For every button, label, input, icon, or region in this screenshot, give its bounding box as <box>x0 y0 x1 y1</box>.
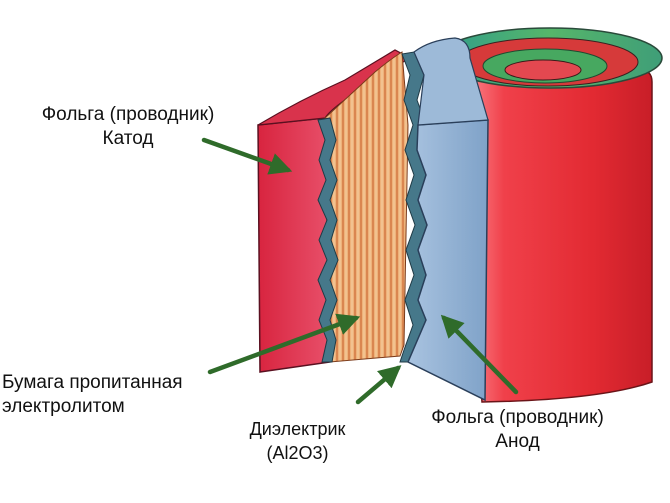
cathode-label-line1: Фольга (проводник) <box>41 104 215 125</box>
dielectric-arrow <box>355 365 402 405</box>
anode-foil <box>407 119 489 402</box>
dielectric-label: Диэлектрик (Al2O3) <box>230 417 365 465</box>
anode-label-line2: Анод <box>495 431 540 452</box>
anode-label-line1: Фольга (проводник) <box>431 407 604 428</box>
paper-label-line2: электролитом <box>2 396 125 417</box>
paper-arrow <box>207 313 361 375</box>
anode-label: Фольга (проводник) Анод <box>415 406 620 454</box>
dielectric-left <box>317 117 339 363</box>
paper-label-line1: Бумага пропитанная <box>2 372 183 393</box>
anode-arrow <box>440 314 519 395</box>
dielectric-label-line1: Диэлектрик <box>249 419 346 439</box>
anode-foil-top <box>413 37 489 126</box>
foil-roll <box>437 27 663 403</box>
roll-top-core <box>504 59 582 81</box>
paper-label: Бумага пропитанная электролитом <box>2 371 183 419</box>
dielectric-label-line2: (Al2O3) <box>266 443 329 463</box>
cathode-label: Фольга (проводник) Катод <box>28 103 228 151</box>
cathode-arrow <box>201 137 293 175</box>
pointer-arrows <box>201 137 519 405</box>
cathode-label-line2: Катод <box>102 128 154 149</box>
layer-stack <box>257 37 489 402</box>
